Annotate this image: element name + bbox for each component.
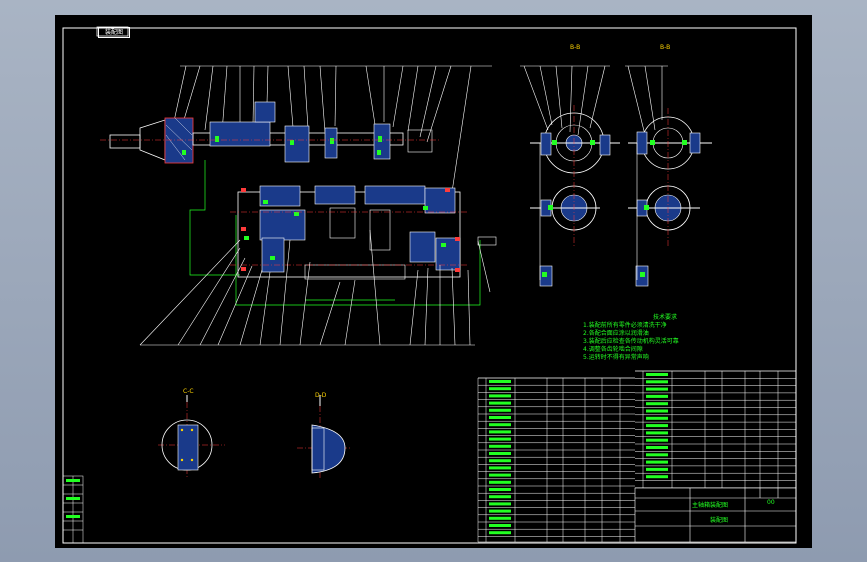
parts-list-entry bbox=[489, 452, 511, 455]
tech-line: 5.运转时不得有异常声响 bbox=[583, 354, 649, 361]
section-view-d bbox=[297, 395, 352, 478]
parts-list-entry bbox=[489, 516, 511, 520]
parts-list-entry bbox=[646, 460, 668, 464]
parts-list-entry bbox=[489, 480, 511, 484]
parts-list-entry bbox=[489, 387, 511, 391]
section-view-b bbox=[520, 65, 712, 287]
parts-list-entry bbox=[489, 401, 511, 405]
section-view-c bbox=[158, 395, 225, 478]
parts-list-entry bbox=[489, 524, 511, 527]
parts-list-entry bbox=[646, 453, 668, 457]
parts-list-entry bbox=[489, 416, 511, 419]
parts-list-entry bbox=[489, 444, 511, 448]
title-block-code: 00 bbox=[767, 499, 775, 506]
parts-list-entry bbox=[489, 466, 511, 470]
parts-list-entry bbox=[489, 408, 511, 412]
parts-list-entry bbox=[489, 423, 511, 427]
revision-strip bbox=[62, 475, 84, 544]
parts-list-entry bbox=[646, 446, 668, 449]
parts-list-entry bbox=[489, 473, 511, 477]
parts-list-entry bbox=[646, 409, 668, 413]
parts-list-entry bbox=[646, 394, 668, 398]
section-label-b2: B-B bbox=[660, 44, 671, 51]
parts-list-entry bbox=[646, 416, 668, 420]
parts-list-entry bbox=[489, 502, 511, 506]
title-block-name: 主轴箱装配图 bbox=[692, 502, 729, 509]
tech-line: 3.装配后应检查各传动机构灵活可靠 bbox=[583, 338, 679, 345]
section-label-b1: B-B bbox=[570, 44, 581, 51]
parts-list-entry bbox=[646, 402, 668, 406]
parts-list-entry bbox=[646, 424, 668, 428]
parts-list-entry bbox=[489, 495, 511, 499]
parts-list-entry bbox=[489, 488, 511, 491]
section-label-d: D-D bbox=[315, 392, 327, 399]
title-block-drawing: 装配图 bbox=[710, 517, 729, 524]
parts-list-entry bbox=[646, 431, 668, 435]
parts-list-entry bbox=[646, 438, 668, 442]
parts-list-entry bbox=[489, 459, 511, 463]
parts-list-entry bbox=[646, 475, 668, 479]
parts-list-entry bbox=[646, 387, 668, 391]
parts-list bbox=[477, 370, 797, 543]
parts-list-entry bbox=[489, 509, 511, 513]
tech-heading: 技术要求 bbox=[653, 314, 678, 321]
parts-list-entry bbox=[489, 430, 511, 434]
drawing-canvas: 装配图 B-B B-B C-C D-D 技术要求 1.装配前所有零件必须清洗干净… bbox=[55, 15, 812, 548]
parts-list-entry bbox=[489, 380, 511, 383]
cad-drawing bbox=[55, 15, 812, 548]
tech-requirements: 技术要求 1.装配前所有零件必须清洗干净 2.各配合面应涂以润滑油 3.装配后应… bbox=[583, 315, 783, 361]
view-tag: 装配图 bbox=[98, 27, 130, 38]
section-label-c: C-C bbox=[183, 388, 194, 395]
tech-line: 4.调整各齿轮啮合间隙 bbox=[583, 346, 643, 353]
drawing-border bbox=[62, 27, 797, 544]
tech-line: 1.装配前所有零件必须清洗干净 bbox=[583, 322, 667, 329]
parts-list-entry bbox=[489, 531, 511, 535]
tech-line: 2.各配合面应涂以润滑油 bbox=[583, 330, 649, 337]
parts-list-entry bbox=[646, 380, 668, 384]
parts-list-entry bbox=[646, 373, 668, 376]
parts-list-entry bbox=[489, 394, 511, 398]
parts-list-entry bbox=[489, 437, 511, 441]
main-assembly-view bbox=[100, 65, 497, 346]
title-block bbox=[634, 487, 797, 543]
parts-list-entry bbox=[646, 467, 668, 471]
